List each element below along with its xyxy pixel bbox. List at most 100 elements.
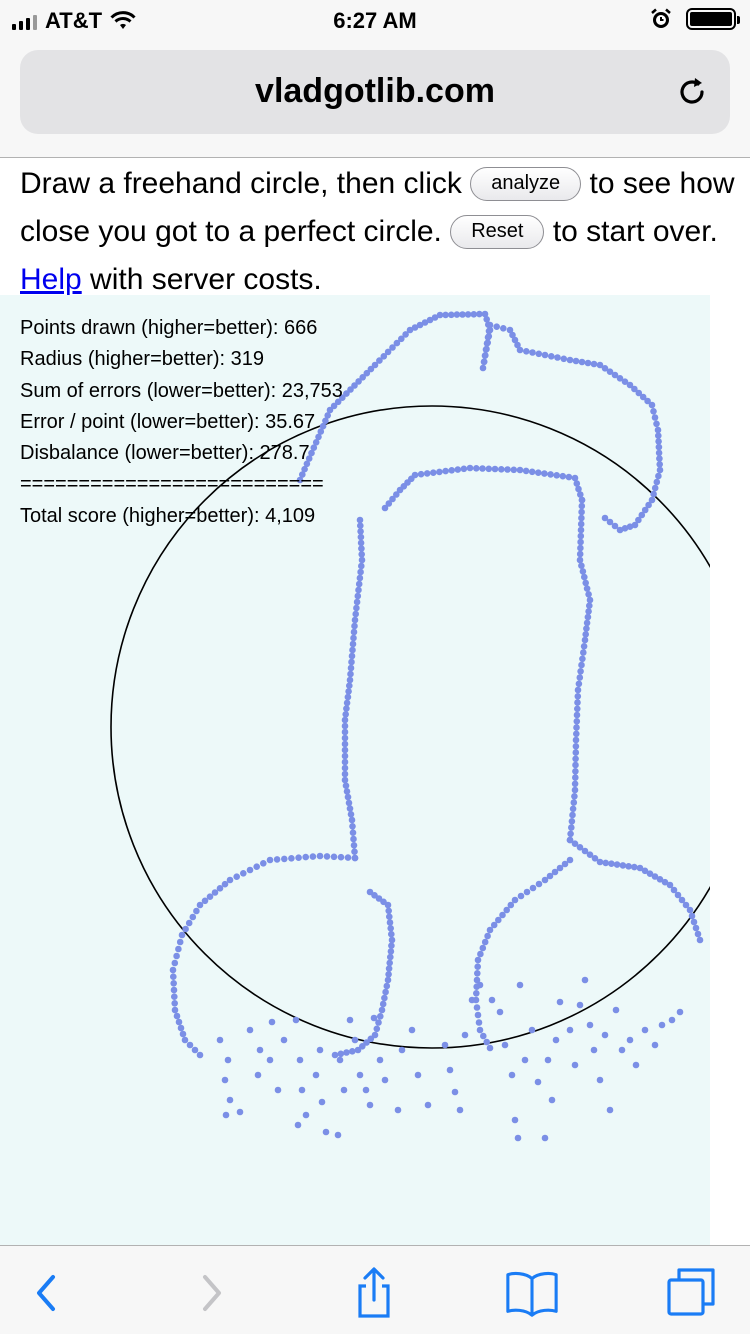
- bookmarks-icon: [506, 1271, 558, 1317]
- drawn-point: [523, 348, 530, 355]
- drawn-point: [480, 358, 488, 366]
- drawn-point: [345, 799, 353, 807]
- drawn-point: [351, 382, 358, 389]
- url-text[interactable]: vladgotlib.com: [255, 72, 495, 110]
- drawn-point: [523, 888, 531, 896]
- drawn-point: [575, 485, 582, 493]
- drawn-point: [553, 472, 560, 479]
- drawn-point: [177, 1024, 185, 1032]
- drawn-point: [355, 378, 362, 385]
- drawn-point: [386, 959, 394, 967]
- drawn-point: [484, 334, 492, 341]
- drawn-point: [376, 1056, 384, 1064]
- drawn-point: [586, 851, 594, 858]
- drawn-point: [571, 786, 579, 794]
- drawn-point: [344, 793, 352, 801]
- drawn-point: [484, 932, 491, 940]
- drawn-point: [648, 401, 656, 409]
- reset-button[interactable]: Reset: [450, 215, 545, 249]
- drawn-point: [574, 705, 581, 713]
- drawn-point: [316, 1046, 324, 1054]
- drawn-point: [636, 864, 644, 872]
- drawn-point: [356, 1071, 364, 1079]
- drawn-point: [385, 500, 393, 507]
- drawn-point: [346, 805, 354, 812]
- drawn-point: [668, 1016, 676, 1024]
- drawn-point: [343, 1049, 350, 1056]
- drawn-point: [170, 980, 177, 987]
- drawn-point: [393, 491, 400, 498]
- drawn-point: [274, 1086, 282, 1094]
- drawn-point: [573, 480, 581, 487]
- wifi-icon: [110, 11, 136, 29]
- drawn-point: [511, 1116, 519, 1124]
- drawn-point: [606, 518, 614, 526]
- drawn-point: [350, 628, 358, 636]
- drawn-point: [655, 449, 663, 457]
- drawn-point: [619, 862, 627, 869]
- drawn-point: [611, 522, 619, 530]
- drawn-point: [343, 699, 351, 707]
- drawn-point: [366, 1101, 374, 1109]
- analyze-button[interactable]: analyze: [470, 167, 582, 201]
- carrier-label: AT&T: [45, 8, 103, 33]
- forward-icon: [203, 1275, 221, 1311]
- drawn-point: [571, 840, 579, 847]
- drawn-point: [322, 1128, 330, 1136]
- drawn-point: [414, 1071, 422, 1079]
- drawn-point: [348, 658, 355, 666]
- drawn-point: [473, 976, 481, 984]
- drawn-point: [579, 568, 587, 575]
- drawn-point: [511, 896, 519, 904]
- drawn-point: [417, 470, 425, 478]
- drawn-point: [625, 863, 632, 870]
- drawn-point: [578, 562, 585, 569]
- drawn-point: [651, 873, 659, 880]
- drawn-point: [499, 911, 506, 919]
- help-link[interactable]: Help: [20, 263, 82, 296]
- drawn-point: [571, 793, 578, 800]
- share-icon: [358, 1267, 390, 1318]
- tabs-button[interactable]: [664, 1268, 720, 1318]
- drawn-point: [581, 976, 589, 984]
- drawn-point: [480, 1032, 487, 1040]
- share-button[interactable]: [346, 1267, 402, 1318]
- back-button[interactable]: [18, 1268, 74, 1318]
- forward-button[interactable]: [184, 1268, 240, 1318]
- drawn-point: [674, 891, 682, 899]
- stat-points-drawn: Points drawn (higher=better): 666: [20, 317, 318, 339]
- drawn-point: [373, 1025, 381, 1033]
- drawn-point: [574, 699, 581, 706]
- intro-text-4: with server costs.: [90, 263, 322, 296]
- drawn-point: [576, 674, 584, 681]
- drawn-point: [479, 465, 486, 472]
- reload-icon[interactable]: [674, 74, 710, 110]
- drawn-point: [475, 1019, 483, 1026]
- address-bar[interactable]: vladgotlib.com: [20, 50, 730, 134]
- drawn-point: [350, 842, 358, 849]
- drawn-point: [511, 336, 519, 344]
- drawn-point: [376, 357, 383, 364]
- drawn-point: [648, 496, 656, 504]
- drawn-point: [358, 562, 365, 570]
- drawn-point: [596, 1076, 604, 1084]
- drawn-point: [521, 1056, 529, 1064]
- bookmarks-button[interactable]: [504, 1268, 560, 1318]
- drawn-point: [339, 394, 346, 402]
- drawn-point: [346, 676, 354, 684]
- drawn-point: [179, 1030, 187, 1038]
- drawn-point: [303, 460, 311, 468]
- drawn-point: [573, 730, 580, 738]
- drawn-point: [618, 1046, 626, 1054]
- drawn-point: [456, 1106, 464, 1114]
- drawn-point: [498, 466, 505, 473]
- drawn-point: [170, 986, 178, 994]
- drawn-point: [389, 344, 396, 351]
- drawn-point: [347, 811, 355, 818]
- drawn-point: [266, 1056, 274, 1064]
- drawn-point: [481, 938, 489, 946]
- drawn-point: [341, 752, 349, 760]
- drawn-point: [581, 573, 588, 581]
